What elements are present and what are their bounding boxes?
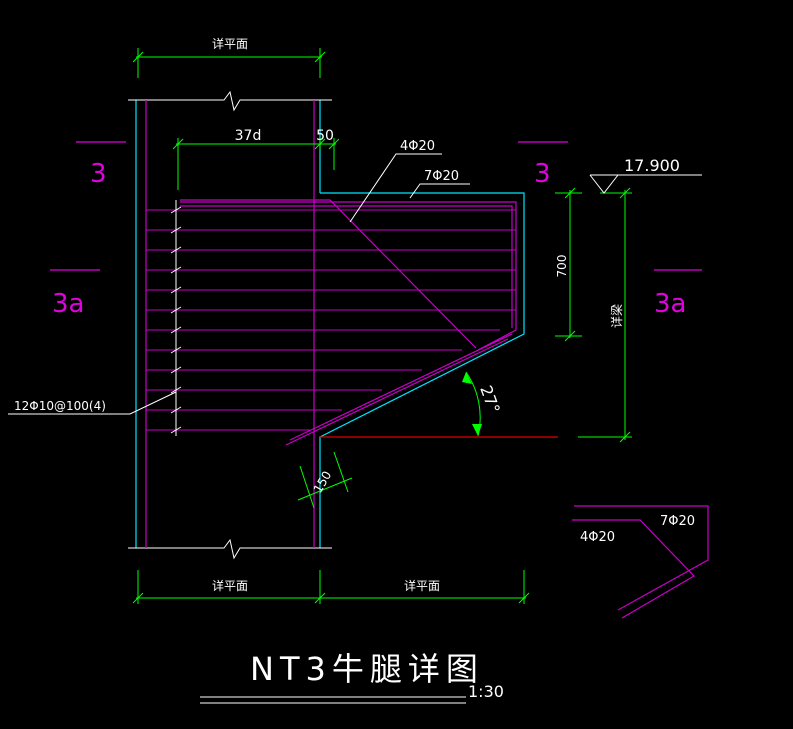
- label-stirrups: 12Φ10@100(4): [14, 399, 106, 413]
- break-lines: [128, 90, 332, 560]
- label-bent-bars: 4Φ20: [400, 139, 435, 154]
- section-mark-right-upper: 3: [534, 159, 551, 189]
- leader-lines: [8, 153, 470, 415]
- angle-arrows: [462, 372, 482, 436]
- dim-bottom-right: 详平面: [404, 578, 440, 593]
- drawing-title: NT3牛腿详图: [250, 650, 484, 688]
- section-marks: [50, 141, 702, 271]
- detail-inset-rebar: [572, 505, 709, 619]
- drawing-scale: 1:30: [468, 682, 504, 701]
- dim-bottom-left: 详平面: [212, 578, 248, 593]
- section-mark-left-upper: 3: [90, 159, 107, 189]
- dim-height: 700: [555, 255, 569, 278]
- dim-cover: 50: [316, 128, 334, 144]
- label-top-bars: 7Φ20: [424, 169, 459, 184]
- section-mark-right-lower: 3a: [654, 289, 686, 319]
- dim-anchor-length: 37d: [235, 128, 262, 144]
- top-bars: [180, 201, 517, 351]
- column-rebar: [145, 100, 315, 548]
- label-detail-top: 7Φ20: [660, 514, 695, 529]
- bent-bars: [180, 199, 513, 446]
- section-mark-left-lower: 3a: [52, 289, 84, 319]
- dim-top-width: 详平面: [212, 36, 248, 51]
- elevation-value: 17.900: [624, 156, 680, 175]
- stirrup-ticks: [170, 200, 182, 436]
- label-detail-bent: 4Φ20: [580, 530, 615, 545]
- dim-height-total: 详梁: [609, 304, 624, 328]
- title-underline: [200, 696, 466, 704]
- dimension-lines: [132, 48, 632, 604]
- corbel-stirrups: [146, 209, 516, 431]
- elevation-mark: [589, 174, 702, 194]
